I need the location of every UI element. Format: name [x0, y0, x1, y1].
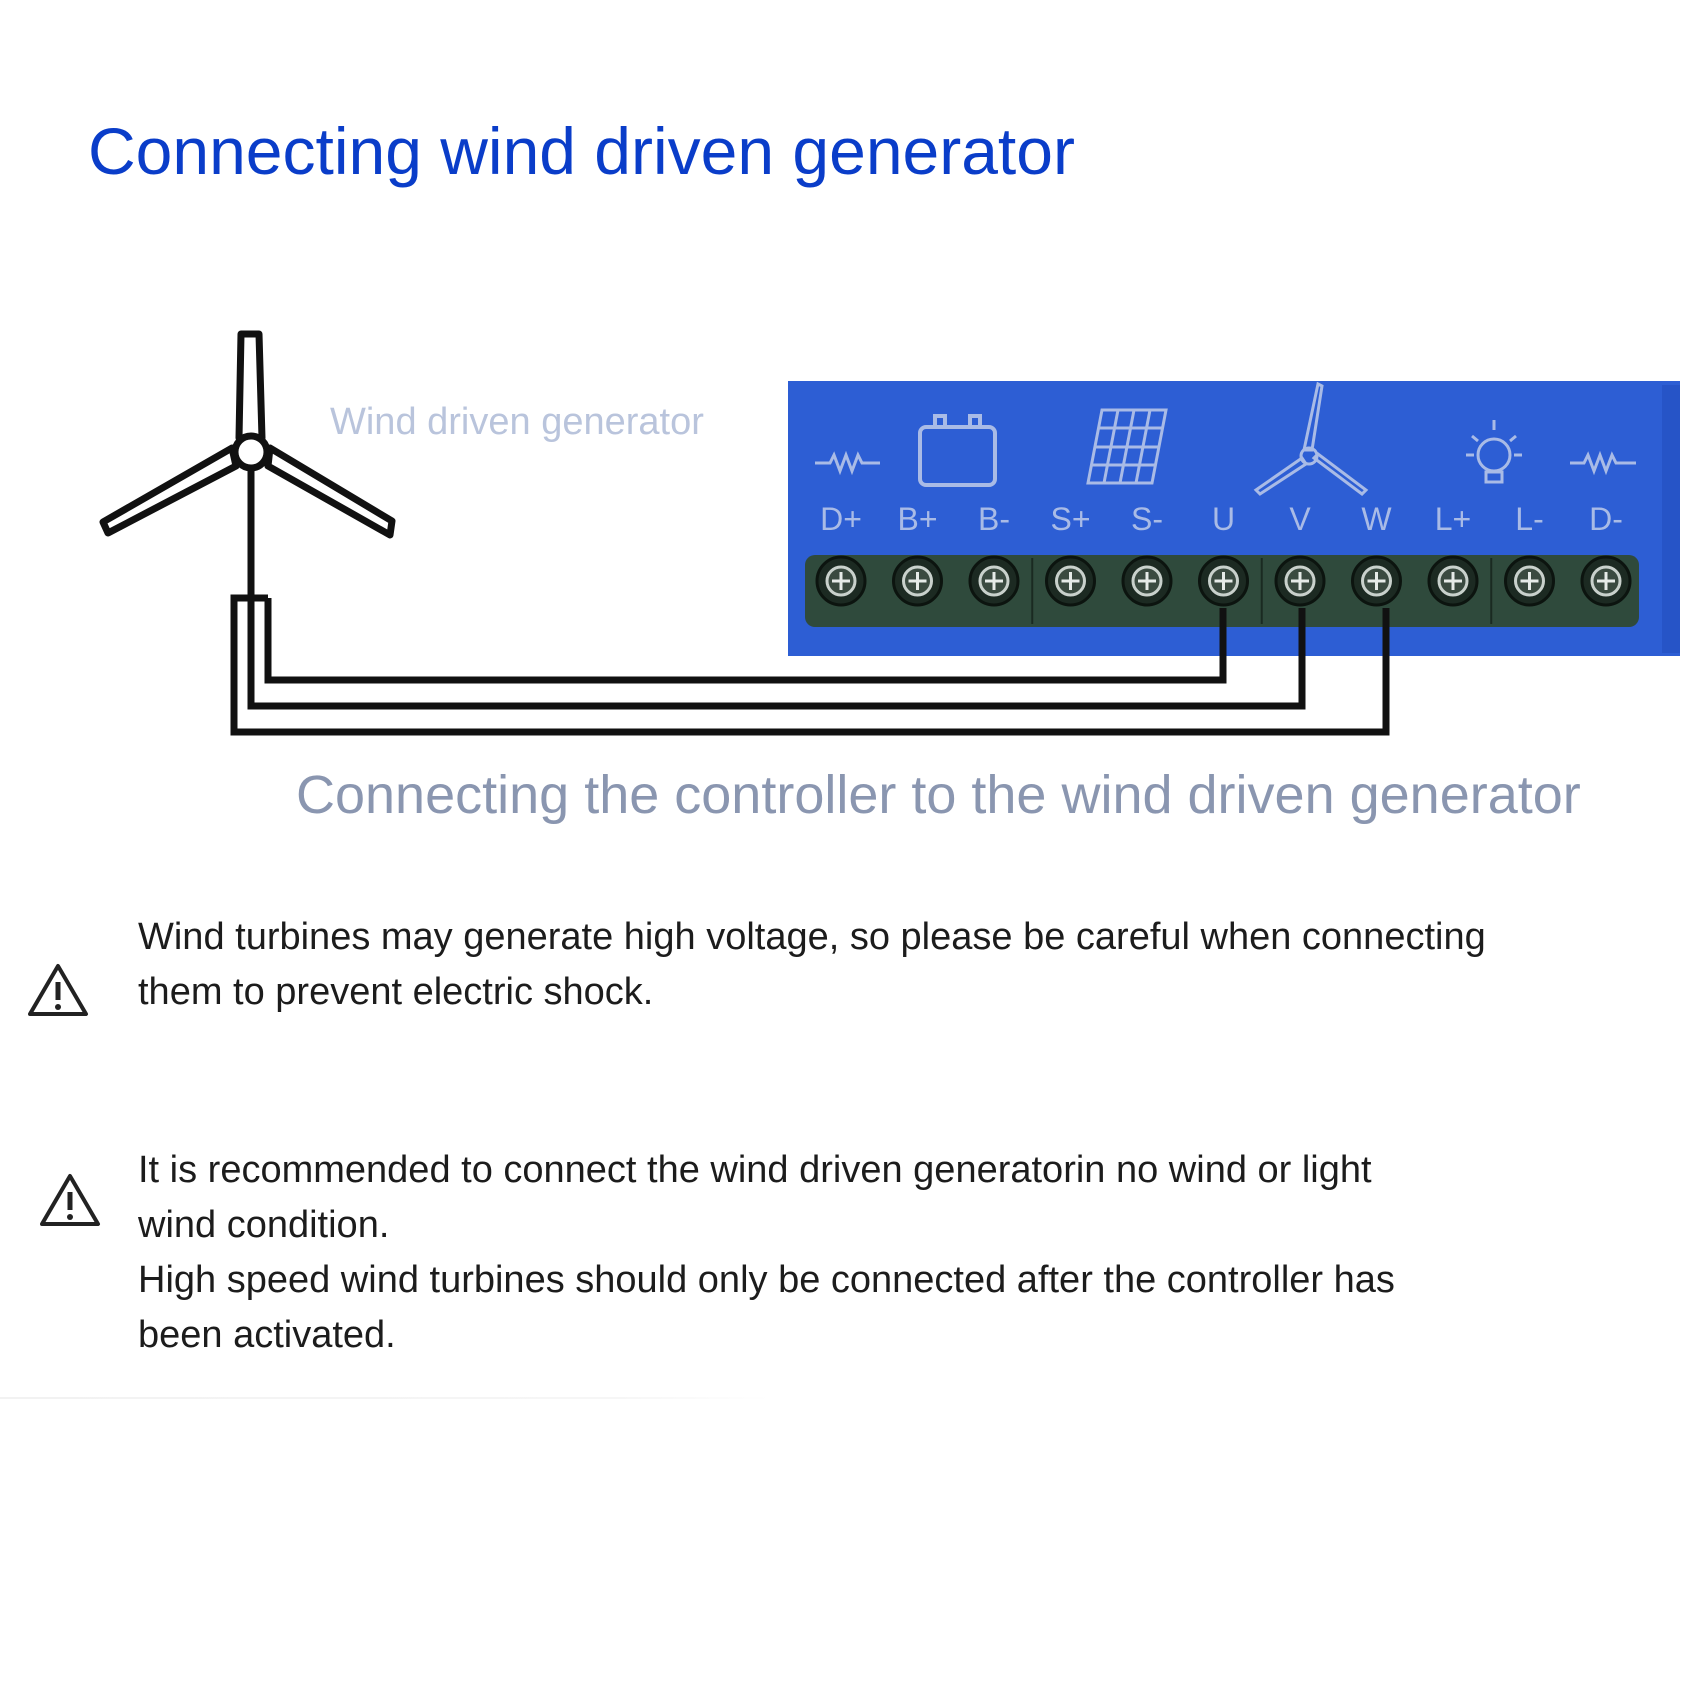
wire-u — [264, 598, 1227, 684]
warning-text-2: It is recommended to connect the wind dr… — [138, 1143, 1395, 1363]
resistor-icon — [1570, 450, 1636, 476]
solar-panel-icon — [1086, 408, 1168, 485]
controller-panel: D+ B+ B- S+ S- U V W L+ L- D- — [788, 381, 1680, 656]
terminal-label: S+ — [1050, 501, 1090, 537]
terminal-screw-S+ — [1045, 555, 1096, 607]
terminal-screw-L+ — [1427, 555, 1479, 607]
terminal-screw-B- — [968, 555, 1020, 607]
terminal-label: S- — [1131, 501, 1163, 537]
wind-turbine-icon — [1253, 381, 1369, 496]
lamp-icon — [1466, 420, 1522, 484]
diagram-caption: Connecting the controller to the wind dr… — [296, 765, 1581, 825]
terminal-label: B- — [978, 501, 1010, 537]
terminal-label: D- — [1589, 501, 1623, 537]
warning-icon — [40, 1174, 100, 1226]
terminal-label: V — [1289, 501, 1311, 537]
terminal-labels: D+ B+ B- S+ S- U V W L+ L- D- — [820, 501, 1623, 537]
warning-line: wind condition. — [138, 1204, 390, 1246]
divider — [0, 1397, 770, 1399]
terminal-label: B+ — [897, 501, 937, 537]
terminal-screw-D+ — [815, 555, 867, 607]
terminal-screw-V — [1274, 555, 1326, 607]
wire-w — [230, 594, 1390, 736]
warning-line: them to prevent electric shock. — [138, 971, 654, 1013]
terminal-label: W — [1361, 501, 1392, 537]
terminal-screws — [815, 555, 1632, 624]
terminal-label: U — [1212, 501, 1235, 537]
warning-line: Wind turbines may generate high voltage,… — [138, 916, 1486, 958]
resistor-icon — [815, 450, 880, 476]
warning-text-1: Wind turbines may generate high voltage,… — [138, 910, 1486, 1020]
terminal-screw-U — [1198, 555, 1249, 607]
terminal-label: D+ — [820, 501, 862, 537]
terminal-screw-S- — [1121, 555, 1173, 607]
terminal-screw-L- — [1504, 555, 1555, 607]
wind-turbine-drawing — [99, 330, 396, 602]
warning-icon — [28, 964, 88, 1016]
terminal-label: L- — [1515, 501, 1543, 537]
terminal-label: L+ — [1435, 501, 1471, 537]
wires — [230, 594, 1390, 736]
warning-line: been activated. — [138, 1314, 396, 1356]
terminal-screw-W — [1351, 555, 1402, 607]
terminal-screw-D- — [1580, 555, 1632, 607]
terminal-screw-B+ — [892, 555, 943, 607]
generator-label: Wind driven generator — [330, 401, 704, 443]
wire-v — [247, 598, 1306, 710]
battery-icon — [918, 414, 997, 487]
page-title: Connecting wind driven generator — [88, 114, 1075, 188]
warning-line: High speed wind turbines should only be … — [138, 1259, 1395, 1301]
warning-line: It is recommended to connect the wind dr… — [138, 1149, 1372, 1191]
